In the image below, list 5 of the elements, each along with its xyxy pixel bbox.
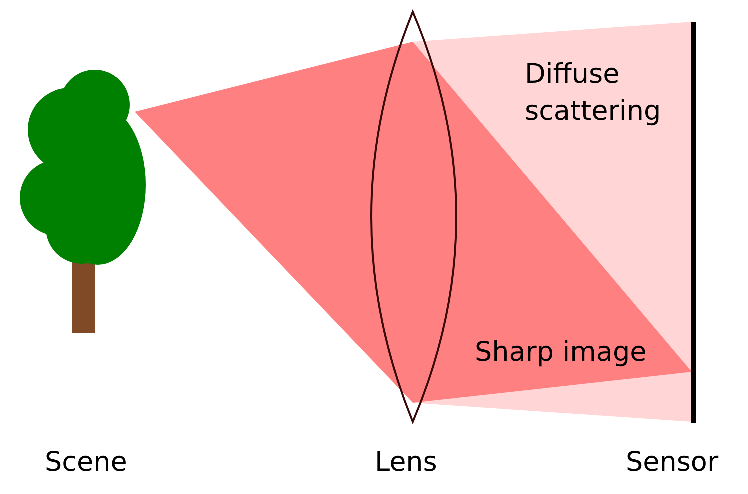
region-label: Diffuse scattering	[525, 58, 662, 129]
part-label: Sensor	[626, 446, 719, 480]
part-label: Scene	[45, 446, 128, 480]
region-label: Sharp image	[475, 336, 647, 370]
part-label: Lens	[375, 446, 438, 480]
